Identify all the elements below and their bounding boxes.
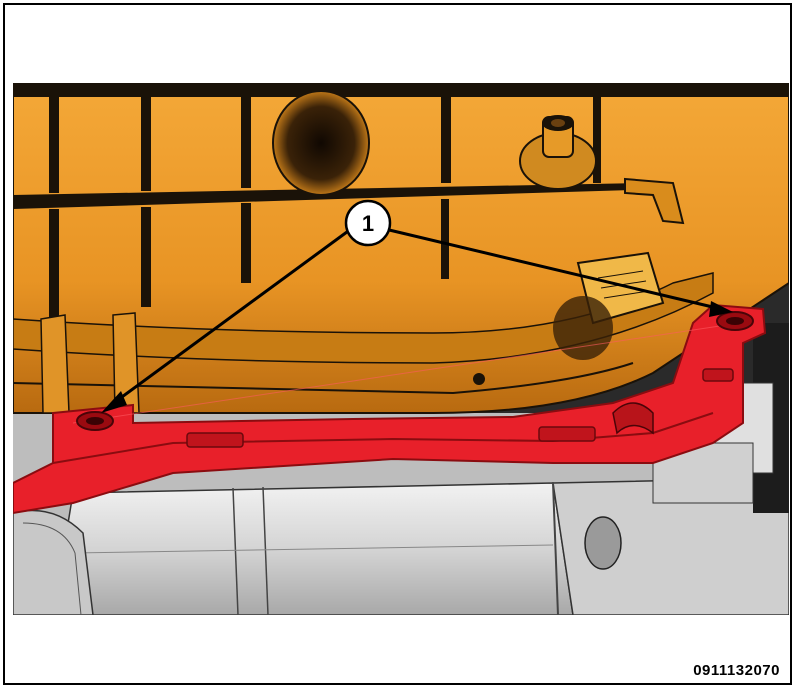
figure-id: 0911132070 [693, 662, 780, 679]
mounting-bracket [13, 303, 767, 515]
callout-number: 1 [362, 211, 374, 236]
air-cleaner-housing [13, 83, 789, 414]
figure-frame: 1 0911132070 [3, 3, 792, 685]
engine-illustration: 1 [13, 83, 789, 615]
callout-1: 1 [344, 199, 392, 247]
callout-arrows [101, 227, 733, 413]
